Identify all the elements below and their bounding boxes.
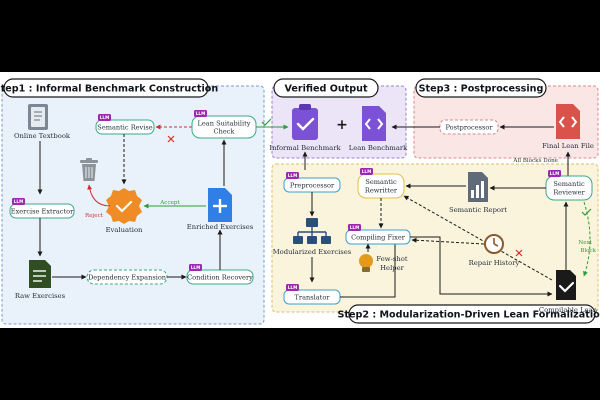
few-shot-label: Few-shot [376,255,407,263]
reject-cross-icon-2 [515,249,523,257]
check-mark-icon [261,118,272,126]
svg-text:Preprocessor: Preprocessor [290,182,335,190]
book-icon [28,104,48,130]
final-lean-file-label: Final Lean File [542,142,594,150]
svg-text:LLM: LLM [196,111,206,116]
clipboard-check-icon [292,104,318,140]
llm-tag [189,264,202,271]
step2-panel [271,163,599,313]
svg-text:Lean Suitability: Lean Suitability [198,120,251,128]
svg-text:Semantic: Semantic [553,180,585,188]
step3-title: Step3 : Postprocessing [415,78,547,98]
semantic-reviewer-node: LLM Semantic Reviewer [545,170,593,201]
semantic-revise-node: LLM Semantic Revise [95,114,155,135]
history-icon [484,234,504,254]
reject-label: Reject [85,213,104,219]
svg-text:LLM: LLM [100,115,110,120]
svg-text:LLM: LLM [288,285,298,290]
svg-text:Postprocessor: Postprocessor [446,124,494,132]
helper-label: Helper [380,264,404,272]
svg-text:Step3 : Postprocessing: Step3 : Postprocessing [419,84,544,95]
svg-text:Semantic: Semantic [365,178,397,186]
svg-text:Verified Output: Verified Output [284,84,368,95]
trash-icon [80,158,98,181]
document-text-icon [29,260,51,288]
llm-tag [194,110,207,117]
check-document-icon [556,270,576,300]
arrow-history-to-fixer [411,237,485,245]
lean-suitability-check-node: LLM Lean Suitability Check [191,110,257,139]
svg-text:Dependency Expansion: Dependency Expansion [88,274,167,282]
llm-tag [12,198,25,205]
modularized-exercises-label: Modularized Exercises [273,248,352,256]
postprocessor-node: Postprocessor [439,119,499,135]
step2-title: Step2 : Modularization-Driven Lean Forma… [337,304,600,324]
reject-cross-icon [167,135,175,143]
dependency-expansion-node: Dependency Expansion [86,269,168,285]
svg-text:Step1 : Informal Benchmark Con: Step1 : Informal Benchmark Construction [0,84,218,95]
preprocessor-node: LLM Preprocessor [283,172,341,193]
accept-label: Accept [159,200,180,206]
svg-text:LLM: LLM [191,265,201,270]
svg-text:Translator: Translator [295,294,331,302]
svg-text:Step2 : Modularization-Driven: Step2 : Modularization-Driven Lean Forma… [337,310,600,321]
pipeline-diagram: Step1 : Informal Benchmark Construction … [0,78,600,325]
arrow-compilable-to-rewritter [403,195,553,281]
enriched-exercises-label: Enriched Exercises [187,223,254,231]
plus-sign: + [336,117,348,133]
semantic-report-label: Semantic Report [449,206,507,214]
svg-text:Semantic Revise: Semantic Revise [97,124,152,132]
llm-tag [348,224,361,231]
repair-history-label: Repair History [469,259,520,267]
document-plus-icon [208,188,232,222]
raw-exercises-label: Raw Exercises [15,292,66,300]
next-label: Next [578,240,592,246]
compilable-lean-label: Compilable Lean [539,306,598,314]
bottom-black-band [0,328,600,400]
check-mark-icon-2 [581,208,592,216]
informal-benchmark-label: Informal Benchmark [269,144,341,152]
llm-tag [98,114,111,121]
block-label: Block [580,248,596,254]
online-textbook-label: Online Textbook [14,132,71,140]
top-black-band [0,0,600,72]
llm-tag [360,168,373,175]
svg-text:LLM: LLM [550,171,560,176]
svg-text:LLM: LLM [350,225,360,230]
svg-text:LLM: LLM [362,169,372,174]
verified-title: Verified Output [273,78,379,98]
svg-text:Exercise Extractor: Exercise Extractor [11,208,74,216]
semantic-rewritter-node: LLM Semantic Rewritter [357,168,405,199]
arrow-translator-to-fixer [340,239,398,298]
svg-text:Rewritter: Rewritter [365,187,398,195]
condition-recovery-node: LLM Condition Recovery [186,264,254,285]
svg-text:Compiling Fixer: Compiling Fixer [351,234,406,242]
bar-chart-icon [468,172,488,202]
svg-text:Reviewer: Reviewer [553,189,585,197]
lightbulb-icon [359,254,373,272]
svg-text:Check: Check [214,128,236,136]
evaluation-label: Evaluation [106,226,143,234]
svg-text:Condition Recovery: Condition Recovery [187,274,253,282]
exercise-extractor-node: LLM Exercise Extractor [9,198,75,219]
code-file-icon [362,106,386,141]
step1-title: Step1 : Informal Benchmark Construction [0,78,218,98]
lean-benchmark-label: Lean Benchmark [349,144,408,152]
all-blocks-done-label: All Blocks Done [512,158,558,164]
hierarchy-icon [293,218,331,244]
arrow-fixer-to-compilable [410,236,553,297]
llm-tag [286,172,299,179]
llm-tag [548,170,561,177]
badge-check-icon [106,188,142,224]
red-code-file-icon [556,104,580,139]
llm-tag [286,284,299,291]
arrow-next-block [583,201,591,277]
svg-text:LLM: LLM [288,173,298,178]
svg-text:LLM: LLM [14,199,24,204]
arrow-reject [87,184,111,207]
